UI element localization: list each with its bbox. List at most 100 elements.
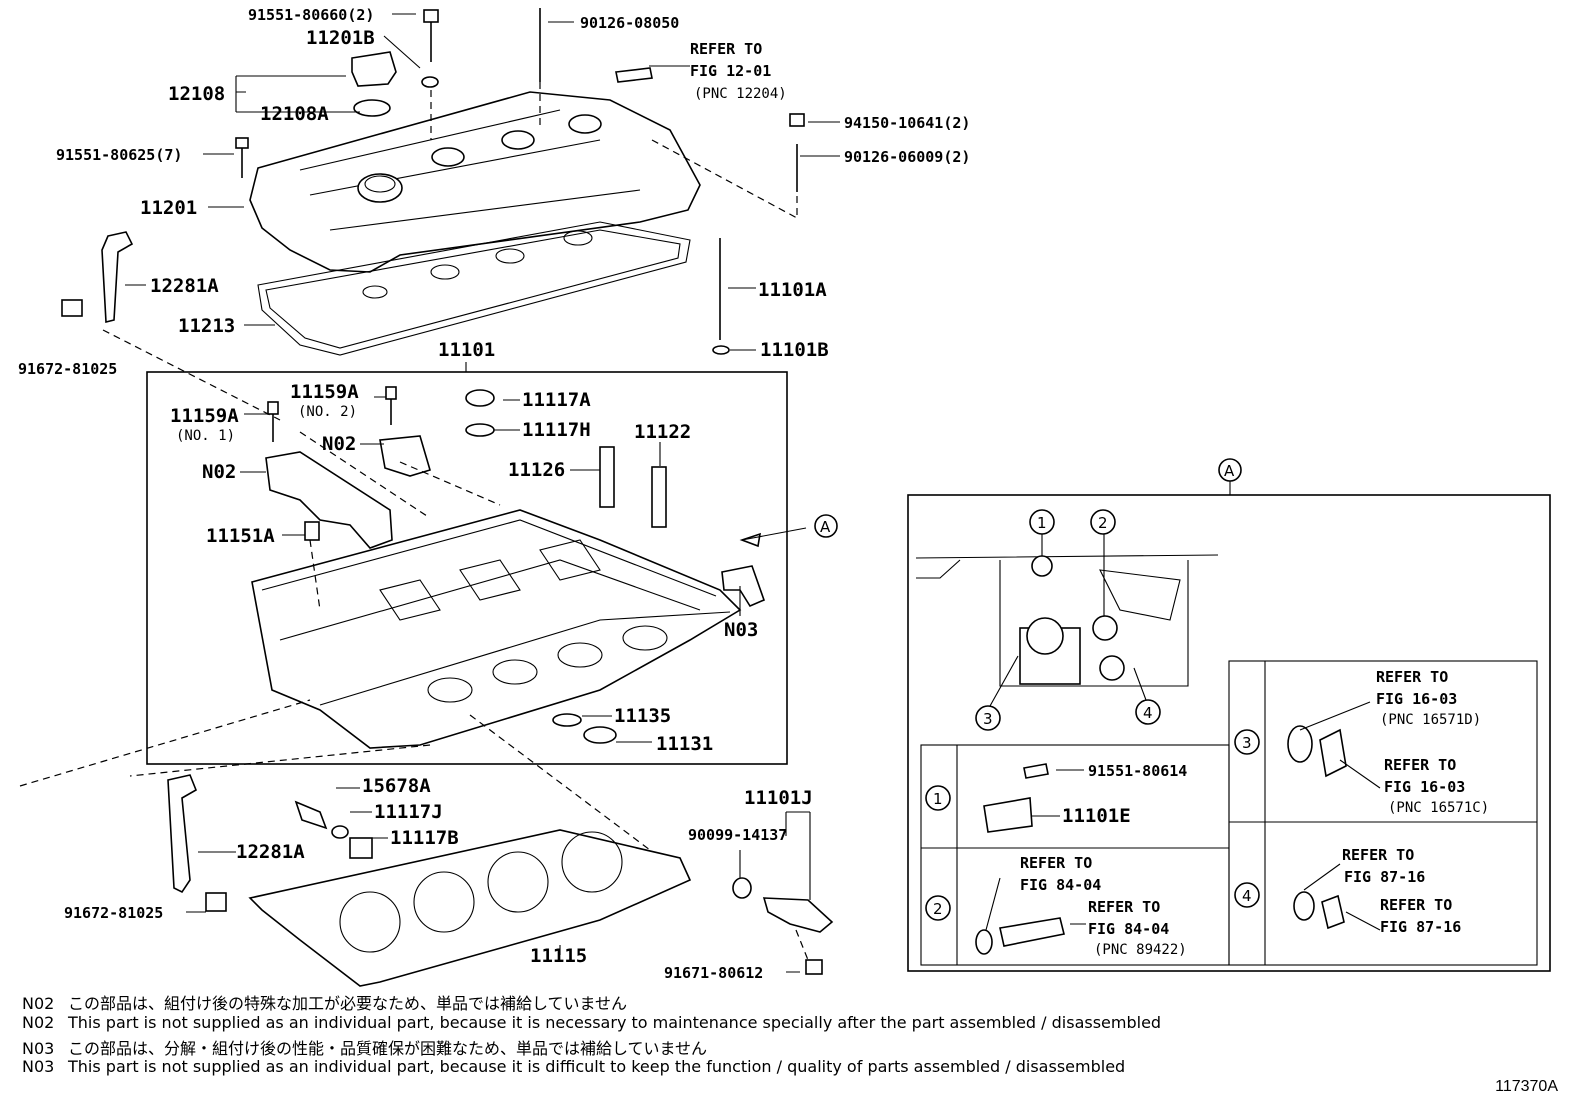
label-91551-80614: 91551-80614 xyxy=(1088,762,1187,780)
cylinder-head-box xyxy=(146,371,788,765)
view-a-marker xyxy=(814,514,838,538)
row-4-num: 4 xyxy=(1242,887,1252,905)
label-refer-to: REFER TO xyxy=(690,40,762,58)
oil-filler-cap xyxy=(351,51,397,117)
label-91672-81025-bottom: 91672-81025 xyxy=(64,904,163,922)
camshaft-bearing-cap xyxy=(265,435,431,549)
r3-refer-a: REFER TO xyxy=(1376,668,1448,686)
label-90099-14137: 90099-14137 xyxy=(688,826,787,844)
cylinder-head-cover xyxy=(249,91,701,273)
label-11117H: 11117H xyxy=(522,419,591,441)
note-code: N03 xyxy=(22,1039,55,1058)
label-N02-a: N02 xyxy=(322,433,356,455)
row-4-parts xyxy=(1293,863,1381,931)
row-3-parts xyxy=(1287,701,1381,789)
row-2-num: 2 xyxy=(933,900,943,918)
callout-2-head-num: 2 xyxy=(1098,514,1108,532)
r4-refer-b: REFER TO xyxy=(1380,896,1452,914)
note-code: N03 xyxy=(22,1057,55,1076)
label-15678A: 15678A xyxy=(362,775,431,797)
label-11101B: 11101B xyxy=(760,339,829,361)
view-a-letter: A xyxy=(820,518,831,536)
r3-refer-b: REFER TO xyxy=(1384,756,1456,774)
label-90126-06009: 90126-06009(2) xyxy=(844,148,970,166)
callout-3-head-num: 3 xyxy=(983,710,993,728)
label-91551-80660: 91551-80660(2) xyxy=(248,6,374,24)
callout-4-head xyxy=(1135,699,1161,725)
engine-hanger-bottom xyxy=(167,774,227,912)
row-1-marker xyxy=(925,785,951,811)
label-11151A: 11151A xyxy=(206,525,275,547)
row-3-num: 3 xyxy=(1242,734,1252,752)
row-3-marker xyxy=(1234,729,1260,755)
note-text: This part is not supplied as an individu… xyxy=(68,1057,1126,1076)
label-11101: 11101 xyxy=(438,339,495,361)
label-90126-08050: 90126-08050 xyxy=(580,14,679,32)
label-fig-12-01: FIG 12-01 xyxy=(690,62,771,80)
label-11115: 11115 xyxy=(530,945,587,967)
note-text: この部品は、組付け後の特殊な加工が必要なため、単品では補給していません xyxy=(68,994,628,1013)
label-11201: 11201 xyxy=(140,197,197,219)
label-pnc-12204: (PNC 12204) xyxy=(694,86,787,102)
detail-a-frame xyxy=(907,494,1551,972)
r4-fig-b: FIG 87-16 xyxy=(1380,918,1461,936)
note-code: N02 xyxy=(22,1013,55,1032)
label-N03: N03 xyxy=(724,619,758,641)
cylinder-head xyxy=(251,509,742,749)
r2-refer-b: REFER TO xyxy=(1088,898,1160,916)
r4-refer-a: REFER TO xyxy=(1342,846,1414,864)
row-4-marker xyxy=(1234,882,1260,908)
label-11213: 11213 xyxy=(178,315,235,337)
label-N02-b: N02 xyxy=(202,461,236,483)
callout-1-head-num: 1 xyxy=(1037,514,1047,532)
callout-4-head-num: 4 xyxy=(1143,704,1153,722)
label-11159A-no1: 11159A xyxy=(170,405,239,427)
r4-fig-a: FIG 87-16 xyxy=(1344,868,1425,886)
r2-fig-b: FIG 84-04 xyxy=(1088,920,1169,938)
note-n03-ja: N03 この部品は、分解・組付け後の性能・品質確保が困難なため、単品では補給してい… xyxy=(22,1035,707,1059)
label-11117J: 11117J xyxy=(374,801,443,823)
label-11126: 11126 xyxy=(508,459,565,481)
note-n02-ja: N02 この部品は、組付け後の特殊な加工が必要なため、単品では補給していません xyxy=(22,990,627,1014)
label-91672-81025-top: 91672-81025 xyxy=(18,360,117,378)
label-11117B: 11117B xyxy=(390,827,459,849)
top-bolts xyxy=(235,8,805,355)
label-11201B: 11201B xyxy=(306,27,375,49)
label-91671-80612: 91671-80612 xyxy=(664,964,763,982)
detail-a-head-view xyxy=(915,534,1219,707)
label-11101J: 11101J xyxy=(744,787,813,809)
callout-1-head xyxy=(1029,509,1055,535)
r3-pnc-b: (PNC 16571C) xyxy=(1388,800,1489,816)
label-no1: (NO. 1) xyxy=(176,428,235,444)
row-2-marker xyxy=(925,895,951,921)
callout-3-head xyxy=(975,705,1001,731)
label-11101A: 11101A xyxy=(758,279,827,301)
cover-gasket xyxy=(257,221,691,356)
r3-fig-b: FIG 16-03 xyxy=(1384,778,1465,796)
label-11101E: 11101E xyxy=(1062,805,1131,827)
label-12281A-bottom: 12281A xyxy=(236,841,305,863)
head-small-parts xyxy=(267,386,807,744)
row-1-parts xyxy=(983,763,1084,833)
note-code: N02 xyxy=(22,994,55,1013)
label-12108A: 12108A xyxy=(260,103,329,125)
label-12281A-top: 12281A xyxy=(150,275,219,297)
label-11122: 11122 xyxy=(634,421,691,443)
note-n02-en: N02 This part is not supplied as an indiv… xyxy=(22,1013,1161,1032)
r2-refer-a: REFER TO xyxy=(1020,854,1092,872)
detail-a-letter: A xyxy=(1224,462,1235,480)
r3-fig-a: FIG 16-03 xyxy=(1376,690,1457,708)
note-text: この部品は、分解・組付け後の性能・品質確保が困難なため、単品では補給していません xyxy=(68,1039,708,1058)
note-text: This part is not supplied as an individu… xyxy=(68,1013,1162,1032)
callout-2-head xyxy=(1090,509,1116,535)
note-n03-en: N03 This part is not supplied as an indiv… xyxy=(22,1057,1125,1076)
r2-pnc-b: (PNC 89422) xyxy=(1094,942,1187,958)
r3-pnc-a: (PNC 16571D) xyxy=(1380,712,1481,728)
label-94150-10641: 94150-10641(2) xyxy=(844,114,970,132)
label-11135: 11135 xyxy=(614,705,671,727)
label-91551-80625: 91551-80625(7) xyxy=(56,146,182,164)
detail-a-subtable-right xyxy=(1228,660,1538,966)
label-11131: 11131 xyxy=(656,733,713,755)
